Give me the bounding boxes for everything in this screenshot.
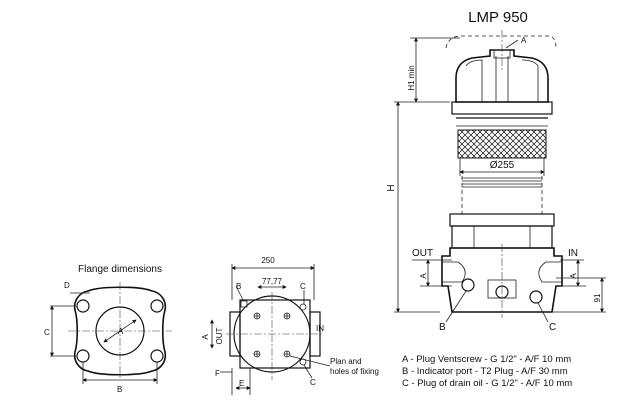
side-label-c: C xyxy=(549,322,556,333)
flange-label-a: A xyxy=(118,327,124,336)
flange-label-d: D xyxy=(64,281,70,290)
body-ring-upper xyxy=(449,213,555,227)
flange-label-b: B xyxy=(117,385,122,394)
side-label-in: IN xyxy=(568,248,578,259)
legend-item-c: C - Plug of drain oil - G 1/2" - A/F 10 … xyxy=(402,378,572,389)
top-label-e: E xyxy=(239,379,244,388)
port-c-marker xyxy=(529,290,543,304)
dim-77-77: 77,77 xyxy=(262,277,283,286)
plan-note-line2: holes of fixing xyxy=(330,367,379,376)
flange-view: Flange dimensions A D C B xyxy=(44,264,172,394)
top-label-c-upper: C xyxy=(300,282,306,291)
filter-element-mesh xyxy=(457,129,547,159)
dim-h1-min: H1 min xyxy=(407,65,416,90)
flange-hole-top-left xyxy=(76,299,90,313)
side-label-a-right: A xyxy=(569,273,578,279)
flange-hole-top-right xyxy=(150,299,164,313)
top-label-b: B xyxy=(236,282,241,291)
filter-cap xyxy=(455,49,549,103)
side-label-a-top: A xyxy=(521,36,527,45)
flange-label-c: C xyxy=(44,328,50,337)
top-label-c-lower: C xyxy=(310,378,316,387)
plan-note-line1: Plan and xyxy=(330,357,362,366)
fixing-holes xyxy=(253,312,291,358)
legend-item-a: A - Plug Ventscrew - G 1/2" - A/F 10 mm xyxy=(402,354,571,365)
bowl-lines xyxy=(462,177,542,188)
flange-heading: Flange dimensions xyxy=(78,264,162,275)
top-label-f: F xyxy=(215,369,220,378)
side-label-out: OUT xyxy=(412,248,433,259)
top-view: 250 77,77 B C C OUT IN xyxy=(201,256,379,395)
cap-ring xyxy=(451,101,553,115)
dim-h: H xyxy=(386,184,397,191)
top-label-a: A xyxy=(201,334,210,340)
dim-91: 91 xyxy=(593,293,602,302)
flange-hole-bottom-left xyxy=(76,349,90,363)
side-label-a-left: A xyxy=(419,273,428,279)
plug-b-marker xyxy=(240,300,248,308)
dim-250: 250 xyxy=(261,256,275,265)
flange-hole-bottom-right xyxy=(150,349,164,363)
legend: A - Plug Ventscrew - G 1/2" - A/F 10 mm … xyxy=(402,354,572,389)
removal-envelope xyxy=(445,35,557,49)
legend-item-b: B - Indicator port - T2 Plug - A/F 30 mm xyxy=(402,366,568,377)
flange-outline xyxy=(73,286,167,376)
side-view: A H1 min H Ø255 xyxy=(386,30,606,333)
side-label-b: B xyxy=(439,322,446,333)
plug-c-top-marker xyxy=(299,303,307,311)
top-label-out: OUT xyxy=(215,327,224,344)
port-b-marker xyxy=(461,278,475,292)
top-label-in: IN xyxy=(316,324,324,333)
drawing-title: LMP 950 xyxy=(468,9,528,26)
dim-diameter: Ø255 xyxy=(490,160,515,171)
